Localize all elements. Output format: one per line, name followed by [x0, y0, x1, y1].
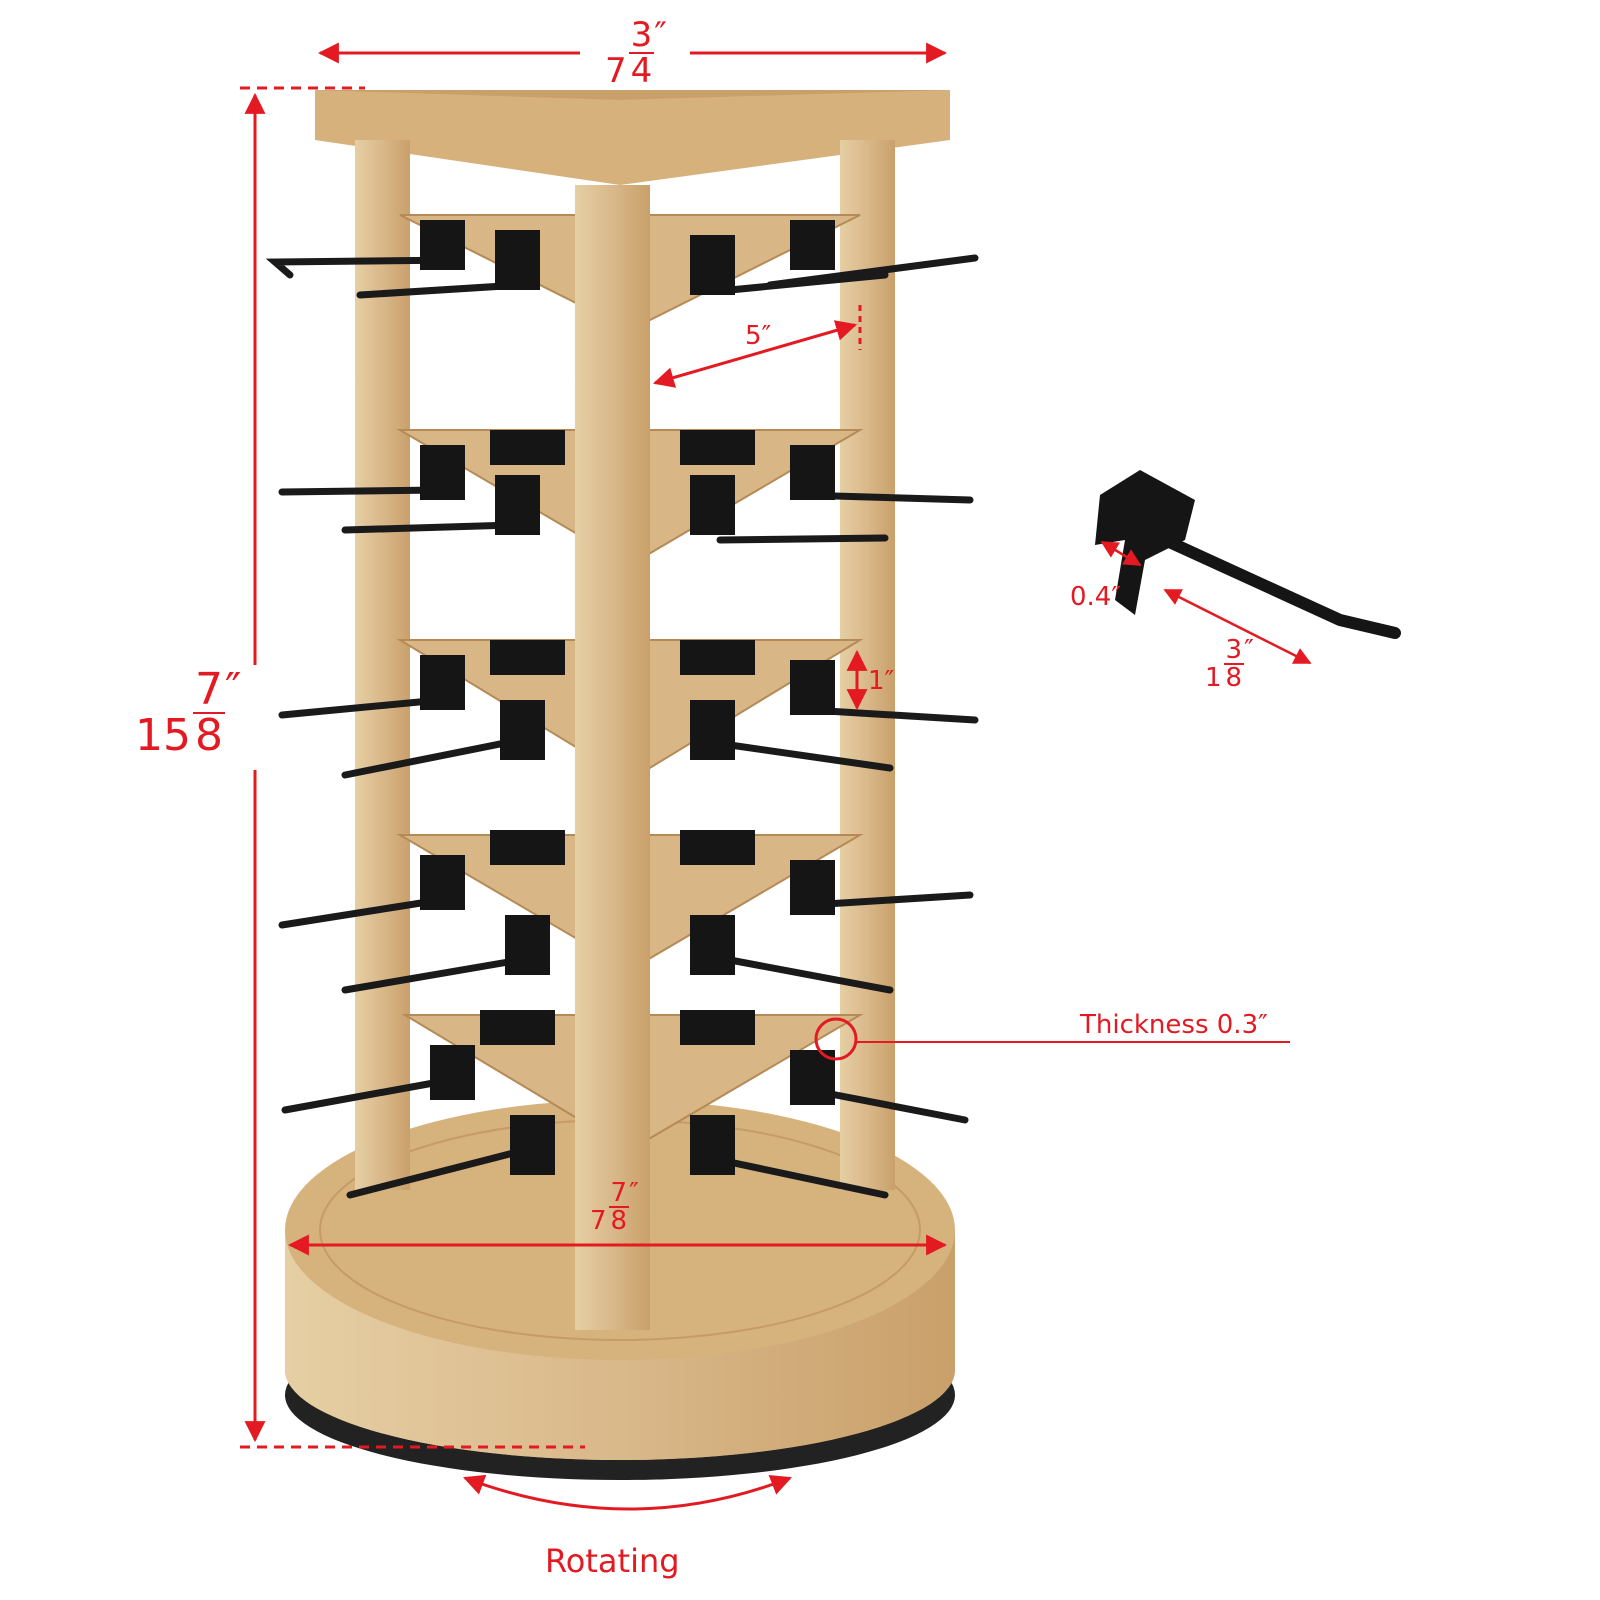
base-diameter-whole: 7: [590, 1206, 607, 1236]
height-denominator: 8: [195, 710, 223, 761]
top-width-denominator: 4: [630, 51, 653, 91]
base-diameter-unit: ″: [629, 1178, 639, 1208]
shelf-side-label: 5″: [745, 321, 772, 351]
post-front: [575, 185, 650, 1330]
base-diameter-denominator: 8: [610, 1206, 628, 1236]
dimension-lines: [240, 42, 1312, 1511]
base-diameter-numerator: 7: [608, 1178, 630, 1208]
top-width-numerator: 3: [628, 15, 655, 55]
height-whole: 15: [135, 710, 191, 761]
hook-length-denominator: 8: [1225, 663, 1243, 693]
thickness-label: Thickness 0.3″: [1080, 1010, 1268, 1040]
height-numerator: 7: [193, 664, 225, 715]
single-hook: [1095, 470, 1401, 639]
rotating-label: Rotating: [545, 1542, 680, 1580]
top-width-whole: 7: [605, 51, 627, 91]
hook-length-numerator: 3: [1223, 635, 1245, 665]
height-unit: ″: [225, 664, 242, 715]
post-left: [355, 140, 410, 1190]
hook-brackets: [420, 220, 835, 1175]
hook-length-unit: ″: [1244, 635, 1254, 665]
post-right: [840, 140, 895, 1190]
hook-length-whole: 1: [1205, 663, 1222, 693]
hooks: [265, 254, 979, 1199]
hook-slot-label: 0.4″: [1070, 582, 1122, 612]
shelf-height-label: 1″: [868, 666, 895, 696]
top-width-unit: ″: [654, 15, 667, 55]
top-plate: [315, 90, 950, 185]
